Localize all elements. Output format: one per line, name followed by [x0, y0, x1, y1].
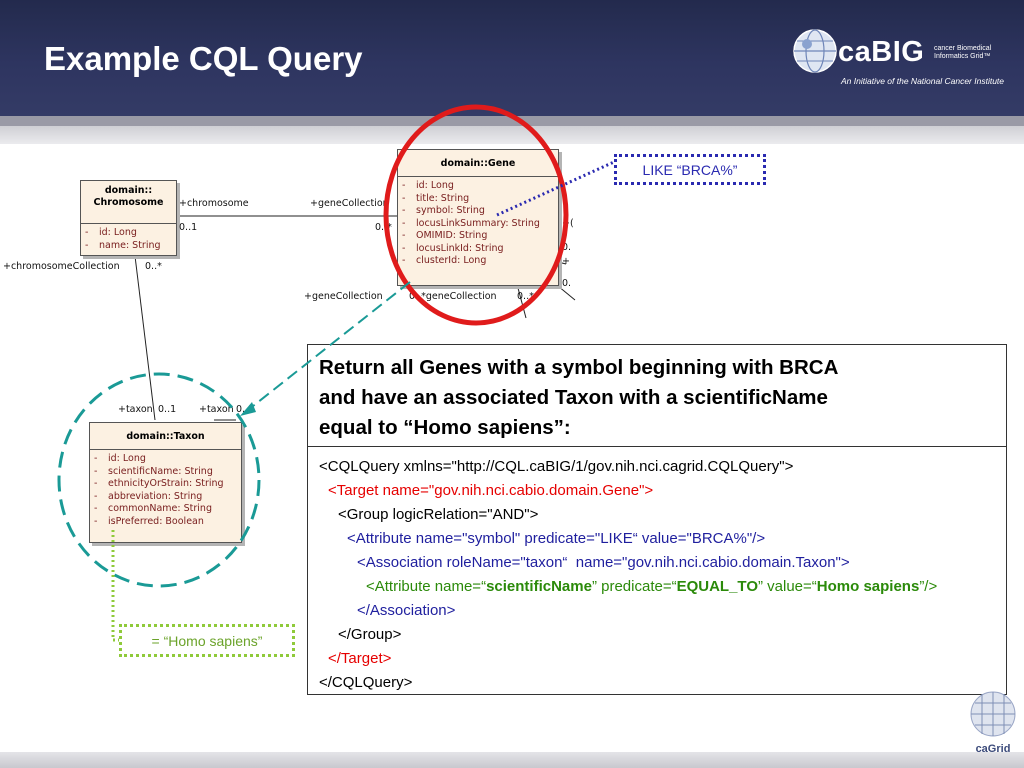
taxon-attr: -commonName: String: [94, 503, 212, 514]
label-taxon-role-1: +taxon: [118, 404, 153, 415]
logo-tagline: An Initiative of the National Cancer Ins…: [841, 76, 1005, 86]
title-bar: Example CQL Query caBIG cancer Biomedica…: [0, 0, 1024, 116]
label-taxon-role-2: +taxon: [199, 404, 234, 415]
code-line: <Group logicRelation="AND">: [338, 506, 539, 523]
gene-attr: -OMIMID: String: [402, 230, 488, 241]
cagrid-label: caGrid: [975, 743, 1011, 755]
cabig-logo: caBIG cancer Biomedical Informatics Grid…: [792, 28, 1005, 88]
code-line: <Attribute name=“scientificName” predica…: [366, 578, 938, 595]
uml-class-chromosome: domain:: Chromosome -id: Long -name: Str…: [80, 180, 177, 256]
taxon-highlight-circle: [57, 372, 261, 588]
label-taxon-mult-2: 0..1: [236, 404, 255, 415]
label-mult-0star-bottom: 0..*: [517, 291, 534, 302]
homo-connector: [111, 530, 119, 642]
label-chromosome-role: +chromosome: [179, 198, 249, 209]
label-gene-collection-bottom: 0..*geneCollection: [409, 291, 497, 302]
label-right-fragment: 0.: [562, 278, 572, 289]
cagrid-logo: caGrid: [966, 690, 1020, 756]
gene-attr: -title: String: [402, 192, 470, 204]
chromosome-attr: -name: String: [85, 239, 161, 251]
logo-name: caBIG: [838, 36, 925, 68]
query-heading-line: equal to “Homo sapiens”:: [319, 416, 571, 439]
header-shadow-band: [0, 126, 1024, 144]
gene-attr: -id: Long: [402, 180, 454, 191]
taxon-attr: -abbreviation: String: [94, 490, 203, 502]
label-mult-01: 0..1: [179, 222, 198, 233]
code-line: </Association>: [357, 602, 456, 619]
label-taxon-mult-1: 0..1: [158, 404, 177, 415]
like-annotation: LIKE “BRCA%”: [614, 154, 766, 185]
query-description: Return all Genes with a symbol beginning…: [308, 345, 1006, 447]
cql-code: <CQLQuery xmlns="http://CQL.caBIG/1/gov.…: [308, 447, 1006, 695]
gene-attr: -clusterId: Long: [402, 255, 487, 266]
code-line: </Group>: [338, 626, 402, 643]
chromosome-title-line1: domain::: [104, 185, 153, 196]
globe-icon: [793, 29, 837, 73]
code-line: <CQLQuery xmlns="http://CQL.caBIG/1/gov.…: [319, 458, 794, 475]
label-mult-0star-top: 0..*: [375, 222, 392, 233]
label-right-fragment: +: [562, 256, 570, 267]
header-divider: [0, 116, 1024, 126]
query-box: Return all Genes with a symbol beginning…: [307, 344, 1007, 695]
chromosome-title-line2: Chromosome: [93, 197, 164, 208]
gene-attr: -symbol: String: [402, 205, 485, 216]
label-mult-0star-left: 0..*: [145, 261, 162, 272]
label-gene-collection-top: +geneCollection: [310, 198, 389, 209]
chromosome-attr: -id: Long: [85, 227, 137, 238]
gene-attr: -locusLinkSummary: String: [402, 217, 540, 229]
logo-subtitle: cancer Biomedical Informatics Grid™: [934, 45, 992, 60]
footer-band: [0, 752, 1024, 768]
gene-title: domain::Gene: [398, 150, 558, 177]
arrow-head-icon: [240, 402, 256, 416]
gene-attr: -locusLinkId: String: [402, 242, 504, 254]
code-line: <Target name="gov.nih.nci.cabio.domain.G…: [328, 482, 654, 499]
like-connector: [496, 160, 615, 217]
label-chromosome-collection: +chromosomeCollection: [3, 261, 120, 272]
taxon-attr: -ethnicityOrStrain: String: [94, 478, 224, 489]
uml-class-taxon: domain::Taxon -id: Long -scientificName:…: [89, 422, 242, 543]
code-line: <Association roleName="taxon“ name="gov.…: [357, 554, 850, 571]
homo-sapiens-annotation: = “Homo sapiens”: [119, 624, 295, 657]
code-line: <Attribute name="symbol" predicate="LIKE…: [347, 530, 766, 547]
taxon-attr: -id: Long: [94, 453, 146, 464]
code-line: </CQLQuery>: [319, 674, 413, 691]
query-heading-line: and have an associated Taxon with a scie…: [319, 386, 828, 409]
code-line: </Target>: [328, 650, 392, 667]
cagrid-globe-icon: [970, 691, 1016, 737]
taxon-attr: -scientificName: String: [94, 465, 213, 477]
taxon-title: domain::Taxon: [90, 423, 241, 450]
label-gene-collection-bottom-left: +geneCollection: [304, 291, 383, 302]
label-right-fragment: 0.: [562, 242, 572, 253]
uml-class-gene: domain::Gene -id: Long -title: String -s…: [397, 149, 559, 286]
query-heading-line: Return all Genes with a symbol beginning…: [319, 356, 839, 379]
association-arrow: [247, 281, 411, 411]
taxon-attr: -isPreferred: Boolean: [94, 515, 204, 527]
gene-highlight-circle: [383, 104, 569, 326]
slide-title: Example CQL Query: [44, 40, 363, 77]
